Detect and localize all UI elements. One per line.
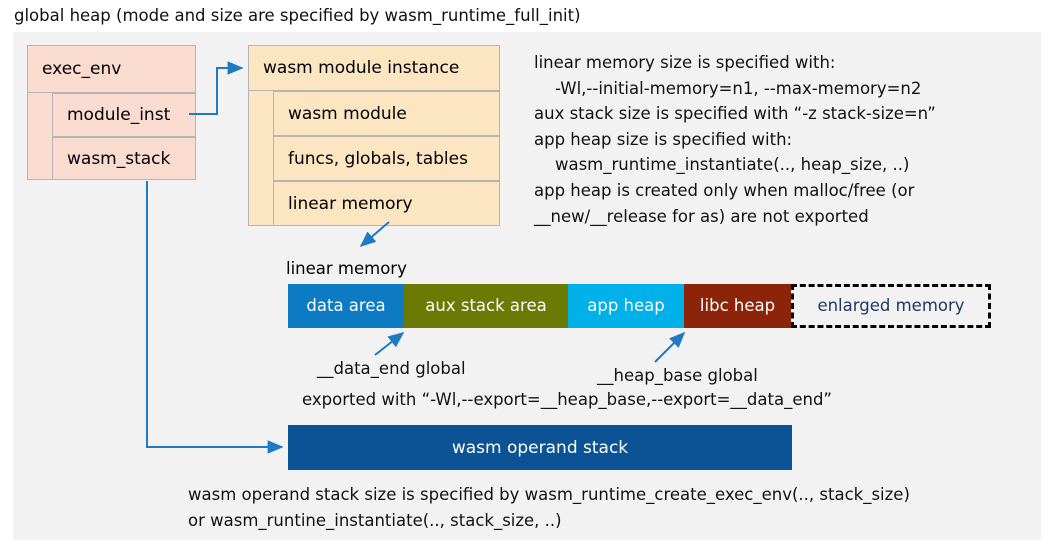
wasm-module-label: wasm module [288,103,407,124]
exec-env-field-wasm-stack: wasm_stack [52,137,196,180]
module-instance-row-funcs-globals-tables: funcs, globals, tables [273,136,500,181]
wasm-module-instance-label: wasm module instance [263,58,460,78]
exported-with-label: exported with “-Wl,--export=__heap_base,… [302,390,832,409]
linear-memory-row-label: linear memory [288,193,413,214]
exec-env-header: exec_env [27,45,196,93]
heap-base-global-label: __heap_base global [597,366,758,385]
module-inst-label: module_inst [67,105,171,125]
memory-segment-app-heap: app heap [568,284,684,328]
operand-stack-caption: wasm operand stack size is specified by … [188,485,910,530]
memory-segment-libc-heap: libc heap [684,284,791,328]
wasm-operand-stack-bar: wasm operand stack [288,425,792,470]
data-end-global-label: __data_end global [317,359,466,378]
exec-env-label: exec_env [42,59,122,79]
wasm-module-instance-header: wasm module instance [248,45,500,91]
memory-segment-data-area: data area [288,284,404,328]
funcs-globals-tables-label: funcs, globals, tables [288,148,468,169]
linear-memory-caption: linear memory [286,259,407,278]
configuration-notes: linear memory size is specified with: -W… [534,53,936,226]
wasm-stack-label: wasm_stack [67,148,171,169]
page-title: global heap (mode and size are specified… [14,6,581,25]
memory-segment-enlarged-memory: enlarged memory [791,284,991,328]
linear-memory-bar: data area aux stack area app heap libc h… [288,284,991,328]
module-instance-row-wasm-module: wasm module [273,91,500,136]
wasm-operand-stack-label: wasm operand stack [451,437,629,458]
memory-segment-aux-stack-area: aux stack area [404,284,568,328]
exec-env-field-module-inst: module_inst [52,93,196,137]
module-instance-row-linear-memory: linear memory [273,181,500,226]
